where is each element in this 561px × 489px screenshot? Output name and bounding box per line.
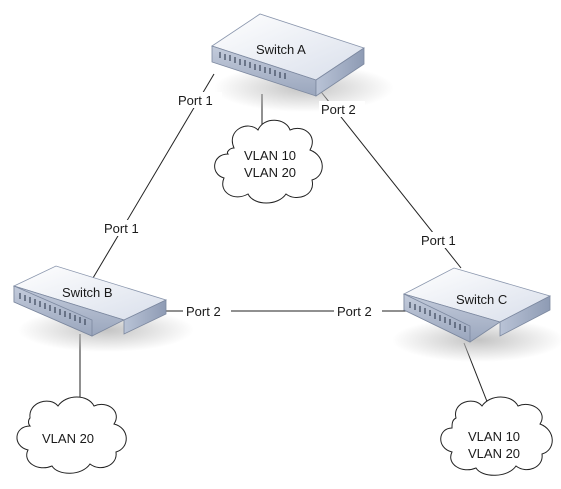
port-row-icon (19, 293, 86, 325)
switch-b: Switch B (12, 265, 194, 352)
svg-text:Port 2: Port 2 (186, 304, 221, 319)
svg-text:Port 1: Port 1 (421, 233, 456, 248)
cloud-a-line1: VLAN 10 (244, 148, 296, 163)
switch-a: Switch A (211, 13, 394, 112)
cloud-c-line2: VLAN 20 (468, 446, 520, 461)
switch-c-label: Switch C (456, 292, 507, 307)
port-label-b1: Port 1 (102, 220, 148, 236)
port-label-b2: Port 2 (183, 303, 231, 319)
svg-text:Port 1: Port 1 (104, 221, 139, 236)
cloud-a: VLAN 10 VLAN 20 (214, 119, 323, 204)
port-label-c1: Port 1 (419, 232, 465, 248)
cloud-b: VLAN 20 (16, 396, 127, 474)
port-row-icon (219, 52, 286, 79)
switch-a-label: Switch A (256, 42, 306, 57)
cloud-c-line1: VLAN 10 (468, 429, 520, 444)
cloud-b-line1: VLAN 20 (42, 431, 94, 446)
switch-c: Switch C (392, 267, 561, 362)
cloud-a-line2: VLAN 20 (244, 165, 296, 180)
svg-text:Port 2: Port 2 (321, 102, 356, 117)
svg-text:Port 1: Port 1 (178, 93, 213, 108)
switch-b-label: Switch B (62, 285, 113, 300)
port-label-c2: Port 2 (334, 303, 382, 319)
port-label-a2: Port 2 (319, 101, 365, 117)
port-row-icon (409, 302, 466, 332)
svg-text:Port 2: Port 2 (337, 304, 372, 319)
cloud-c: VLAN 10 VLAN 20 (440, 396, 553, 476)
port-label-a1: Port 1 (176, 92, 222, 108)
